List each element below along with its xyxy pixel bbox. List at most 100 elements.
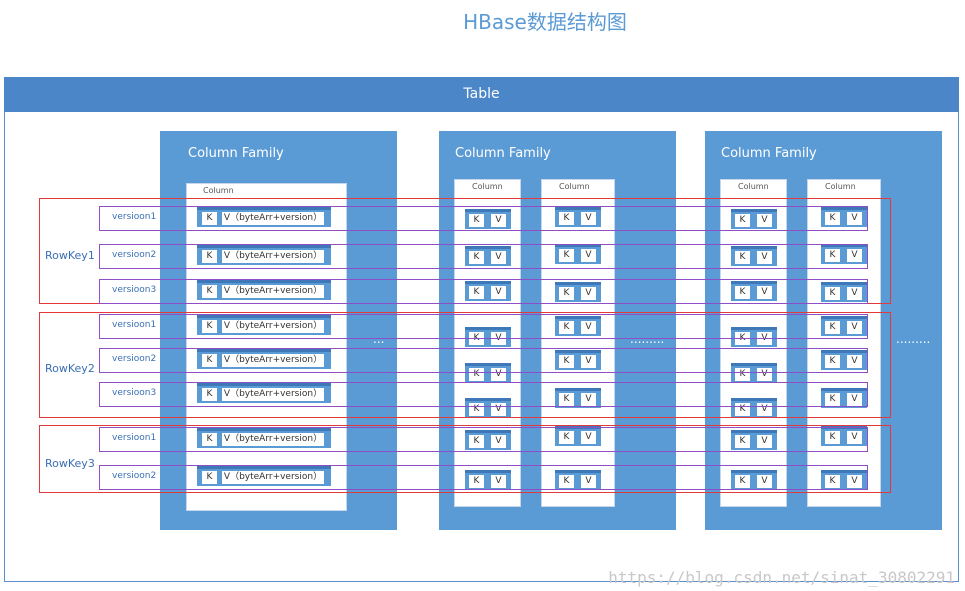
version-box — [99, 382, 868, 407]
key-box: K — [559, 355, 574, 368]
value-box: V — [581, 212, 596, 225]
key-box: K — [825, 393, 840, 406]
value-box: V — [491, 214, 506, 227]
column-label: Column — [738, 182, 769, 191]
key-box: K — [469, 214, 484, 227]
column-family-label: Column Family — [455, 146, 551, 161]
value-box: V（byteArr+version） — [222, 285, 324, 298]
version-label: versioon2 — [112, 250, 157, 260]
key-box: K — [202, 433, 217, 446]
rowkey-box — [39, 312, 891, 418]
key-box: K — [735, 435, 750, 448]
key-box: K — [559, 393, 574, 406]
key-box: K — [469, 435, 484, 448]
column-label: Column — [472, 182, 503, 191]
key-box: K — [202, 388, 217, 401]
value-box: V（byteArr+version） — [222, 471, 324, 484]
more-column-families-ellipsis: ......... — [896, 332, 931, 346]
value-box: V — [757, 286, 772, 299]
key-box: K — [825, 212, 840, 225]
key-box: K — [825, 249, 840, 262]
value-box: V — [757, 251, 772, 264]
rowkey-box — [39, 425, 891, 493]
value-box: V — [757, 475, 772, 488]
kv-cell: K V（byteArr+version） — [197, 315, 331, 335]
key-box: K — [559, 475, 574, 488]
watermark: https://blog.csdn.net/sinat_30802291 — [608, 568, 955, 587]
version-box — [99, 427, 868, 452]
key-box: K — [202, 285, 217, 298]
value-box: V（byteArr+version） — [222, 320, 324, 333]
version-label: versioon2 — [112, 471, 157, 481]
value-box: V — [581, 321, 596, 334]
key-box: K — [559, 287, 574, 300]
version-label: versioon1 — [112, 212, 157, 222]
rowkey-label: RowKey2 — [45, 362, 95, 375]
key-box: K — [825, 355, 840, 368]
value-box: V — [847, 475, 862, 488]
version-label: versioon1 — [112, 320, 157, 330]
key-box: K — [825, 431, 840, 444]
key-box: K — [559, 249, 574, 262]
column-label: Column — [559, 182, 590, 191]
value-box: V — [847, 355, 862, 368]
diagram-title: HBase数据结构图 — [463, 10, 627, 34]
value-box: V — [491, 475, 506, 488]
key-box: K — [202, 320, 217, 333]
key-box: K — [202, 212, 217, 225]
key-box: K — [735, 368, 750, 381]
version-box — [99, 244, 868, 269]
key-box: K — [825, 475, 840, 488]
key-box: K — [559, 212, 574, 225]
column-panel: Column — [541, 179, 615, 507]
key-box: K — [469, 475, 484, 488]
key-box: K — [735, 475, 750, 488]
version-box — [99, 314, 868, 339]
kv-cell: K V（byteArr+version） — [197, 280, 331, 300]
more-columns-ellipsis: ......... — [630, 332, 665, 346]
rowkey-label: RowKey1 — [45, 249, 95, 262]
table-header: Table — [4, 77, 959, 112]
value-box: V — [491, 251, 506, 264]
rowkey-label: RowKey3 — [45, 457, 95, 470]
value-box: V — [847, 321, 862, 334]
value-box: V — [847, 393, 862, 406]
value-box: V — [757, 214, 772, 227]
value-box: V — [581, 287, 596, 300]
column-family-label: Column Family — [721, 146, 817, 161]
value-box: V — [581, 431, 596, 444]
version-box — [99, 279, 868, 304]
value-box: V — [847, 249, 862, 262]
value-box: V — [847, 287, 862, 300]
version-box — [99, 206, 868, 231]
key-box: K — [559, 321, 574, 334]
column-panel: Column — [807, 179, 881, 507]
value-box: V（byteArr+version） — [222, 250, 324, 263]
key-box: K — [735, 251, 750, 264]
key-box: K — [469, 251, 484, 264]
